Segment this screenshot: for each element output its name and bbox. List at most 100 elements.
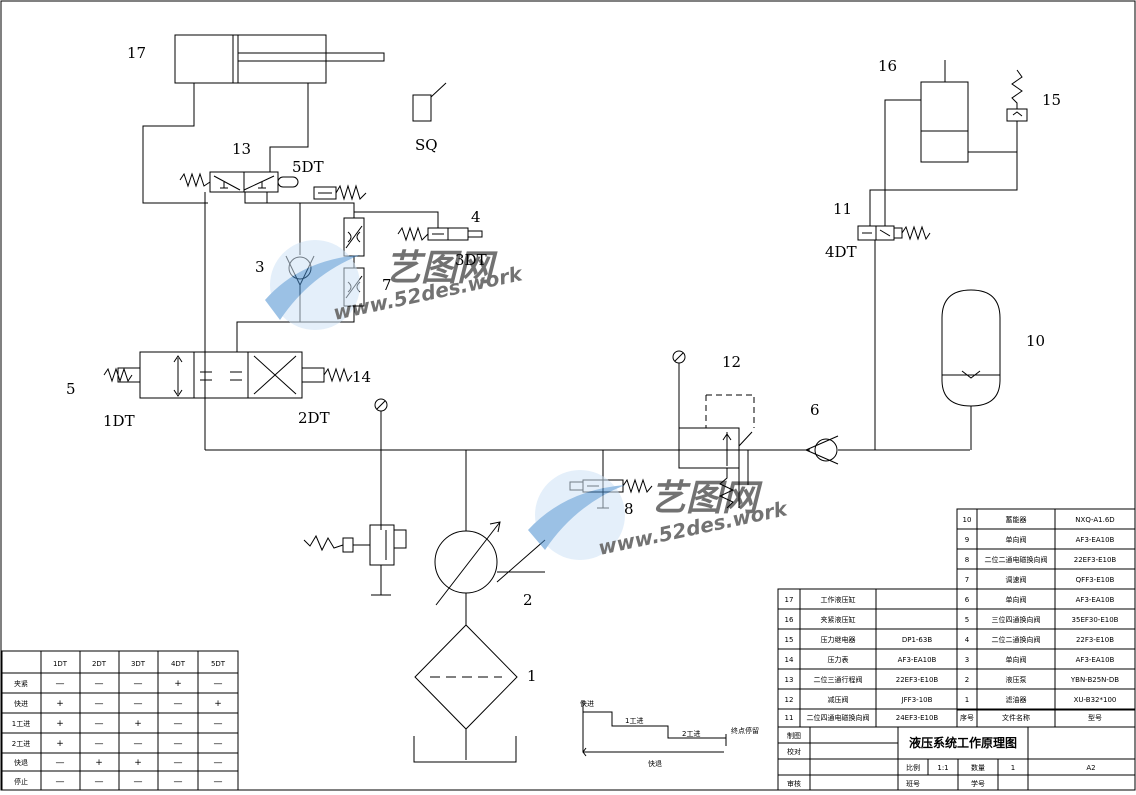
label-5dt: 5DT — [292, 158, 324, 176]
solenoid-table-cell: — — [214, 777, 223, 787]
label-8: 8 — [624, 500, 634, 518]
solenoid-table-header: 3DT — [131, 660, 146, 668]
bom-right-model: YBN-B25N-DB — [1070, 676, 1119, 684]
solenoid-table-cell: — — [174, 739, 183, 749]
watermark-lower: 艺图网 www.52des.work — [528, 470, 791, 560]
bom-right-model: XU-B32*100 — [1074, 696, 1117, 704]
bom-right-model: 35EF30-E10B — [1072, 616, 1119, 624]
label-2: 2 — [523, 591, 533, 609]
bom-right-model: AF3-EA10B — [1076, 656, 1115, 664]
bom-right-name: 滤油器 — [1006, 695, 1027, 704]
bom-right-seq: 7 — [965, 576, 969, 584]
title-block-scale: 1:1 — [937, 764, 948, 772]
solenoid-valve-11 — [857, 225, 931, 241]
solenoid-table-header: 2DT — [92, 660, 107, 668]
bom-right-name: 二位二通电磁换向阀 — [985, 555, 1048, 564]
pressure-switch-15 — [1006, 69, 1028, 122]
title-block-title: 液压系统工作原理图 — [909, 735, 1017, 750]
bom-right-model: 22F3-E10B — [1076, 636, 1114, 644]
solenoid-3dt-valve — [397, 226, 483, 242]
solenoid-table-cell: — — [134, 699, 143, 709]
bom-left-seq: 16 — [785, 616, 794, 624]
title-block-checked: 校对 — [787, 747, 801, 756]
bom-left-name: 二位四通电磁换向阀 — [807, 713, 870, 722]
label-14: 14 — [352, 368, 371, 386]
accumulator-10 — [941, 289, 1001, 450]
bom-left-name: 夹紧液压缸 — [821, 615, 856, 624]
solenoid-table-cell: + — [56, 739, 64, 749]
cycle-labels: 快进 1工进 2工进 终点停留 快退 — [580, 699, 759, 768]
bom-right-seq: 6 — [965, 596, 970, 604]
bom-right-name: 三位四通换向阀 — [992, 615, 1041, 624]
label-4: 4 — [471, 208, 481, 226]
solenoid-table-cell: 夹紧 — [14, 679, 28, 688]
bom-right-model: NXQ-A1.6D — [1075, 516, 1114, 524]
solenoid-table-cell: — — [56, 679, 65, 689]
bom-right-model: QFF3-E10B — [1076, 576, 1115, 584]
title-block-scale-label: 比例 — [906, 763, 920, 772]
title-block-size: A2 — [1086, 764, 1095, 772]
bom-right-name: 单向阀 — [1006, 595, 1027, 604]
label-13: 13 — [232, 140, 251, 158]
solenoid-table-cell: 1工进 — [12, 720, 30, 728]
bom-right-seq: 5 — [965, 616, 969, 624]
title-block-approved: 审核 — [787, 779, 801, 788]
cycle-diagram — [582, 700, 727, 757]
bom-left-model: 22EF3-E10B — [896, 676, 939, 684]
relief-valve-left — [303, 524, 407, 596]
solenoid-table-cell: 快退 — [14, 758, 28, 767]
solenoid-table-cell: + — [134, 719, 142, 729]
watermark-brand: 艺图网 — [385, 248, 498, 289]
solenoid-table-cell: — — [134, 777, 143, 787]
pressure-gauge-12 — [672, 350, 686, 428]
bom-left-name: 减压阀 — [828, 695, 849, 704]
solenoid-table-header: 4DT — [171, 660, 186, 668]
title-block-grid — [777, 726, 1136, 791]
bom-right-name: 单向阀 — [1006, 655, 1027, 664]
solenoid-table-cell: — — [56, 758, 65, 768]
title-block-id-label: 学号 — [971, 779, 985, 788]
bom-right-name: 单向阀 — [1006, 535, 1027, 544]
solenoid-table-cell: — — [214, 758, 223, 768]
check-valve-6 — [805, 435, 970, 465]
bom-right-seq: 4 — [965, 636, 970, 644]
solenoid-table-cell: + — [174, 679, 182, 689]
bom-left-name: 压力表 — [828, 655, 849, 664]
label-sq: SQ — [415, 136, 438, 154]
label-6: 6 — [810, 401, 820, 419]
cycle-work2: 2工进 — [682, 730, 700, 738]
speed-valve-4 — [343, 217, 365, 257]
cycle-work1: 1工进 — [625, 717, 643, 725]
bom-left-name: 工作液压缸 — [821, 595, 856, 604]
solenoid-table-cell: — — [56, 777, 65, 787]
title-block-drawn: 制图 — [787, 731, 801, 740]
solenoid-table-cell: — — [174, 777, 183, 787]
watermark-upper: 艺图网 www.52des.work — [265, 240, 526, 330]
bom-header-name: 文件名称 — [1002, 713, 1030, 722]
label-3: 3 — [255, 258, 265, 276]
bom-right-seq: 3 — [965, 656, 969, 664]
limit-switch-sq — [412, 82, 447, 122]
bom-left-seq: 13 — [785, 676, 794, 684]
solenoid-table-cell: — — [174, 699, 183, 709]
solenoid-table-cell: — — [214, 679, 223, 689]
bom-left-model: 24EF3-E10B — [896, 714, 939, 722]
bom-right-seq: 8 — [965, 556, 969, 564]
solenoid-table-cell: — — [214, 739, 223, 749]
bom-right-seq: 2 — [965, 676, 969, 684]
travel-valve-13 — [179, 171, 299, 193]
label-5: 5 — [66, 380, 76, 398]
solenoid-table-cell: + — [214, 699, 222, 709]
bom-right-model: AF3-EA10B — [1076, 536, 1115, 544]
bom-right-name: 二位二通换向阀 — [992, 635, 1041, 644]
bom-left-seq: 17 — [785, 596, 794, 604]
label-16: 16 — [878, 57, 897, 75]
solenoid-table-cell: 快进 — [14, 699, 28, 708]
bom-left-name: 二位三通行程阀 — [814, 675, 863, 684]
solenoid-table-cell: — — [134, 679, 143, 689]
filter-1 — [413, 624, 518, 763]
bom-right-seq: 1 — [965, 696, 969, 704]
